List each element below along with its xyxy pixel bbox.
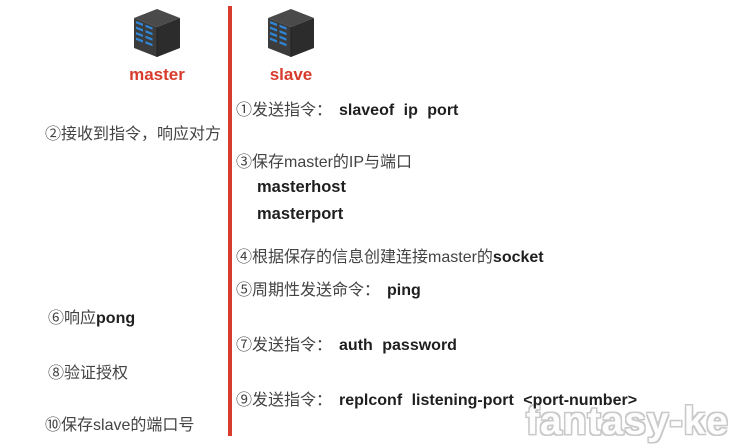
master-label: master [129, 65, 185, 84]
master-step-2: ②接收到指令，响应对方 [45, 120, 221, 144]
step-number: ⑩ [45, 417, 62, 434]
slave-step-4: ④根据保存的信息创建连接master的socket [236, 243, 544, 267]
step-number: ④ [236, 249, 253, 266]
master-step-10: ⑩保存slave的端口号 [45, 411, 194, 435]
slave-node: slave [245, 5, 337, 85]
server-stack-icon [262, 9, 320, 63]
slave-step-3: ③保存master的IP与端口 [236, 148, 412, 172]
step-command: pong [96, 310, 136, 327]
server-stack-icon [128, 9, 186, 63]
step-text: 接收到指令，响应对方 [61, 126, 222, 143]
step-command: auth password [339, 337, 457, 354]
step-command: ping [387, 282, 421, 299]
slave-step-5: ⑤周期性发送命令： ping [236, 276, 421, 300]
slave-step-9: ⑨发送指令： replconf listening-port <port-numb… [236, 386, 637, 410]
step-number: ⑧ [48, 365, 65, 382]
step-text: 发送指令： [252, 337, 333, 354]
slave-step-1: ①发送指令： slaveof ip port [236, 96, 458, 120]
step-number: ⑤ [236, 282, 253, 299]
step-text: 根据保存的信息创建连接master的 [252, 249, 493, 266]
step-text: 发送指令： [252, 102, 333, 119]
master-step-6: ⑥响应pong [48, 304, 135, 328]
slave-label: slave [269, 65, 313, 84]
step-command: slaveof ip port [339, 102, 459, 119]
step-text: 发送指令： [252, 392, 333, 409]
step-text: 验证授权 [64, 365, 129, 382]
step-number: ⑦ [236, 337, 253, 354]
step-number: ⑨ [236, 392, 253, 409]
step-command: replconf listening-port <port-number> [339, 392, 638, 409]
master-step-8: ⑧验证授权 [48, 359, 128, 383]
masterhost-param: masterhost [257, 178, 346, 196]
step-number: ⑥ [48, 310, 65, 327]
masterport-param: masterport [257, 205, 344, 223]
step-number: ② [45, 126, 62, 143]
divider-line [228, 6, 232, 436]
step-number: ③ [236, 154, 253, 171]
step-command: socket [492, 249, 544, 266]
step-text: 响应 [64, 310, 97, 327]
step-text: 保存slave的端口号 [61, 417, 195, 434]
step-text: 周期性发送命令： [252, 282, 381, 299]
step-text: 保存master的IP与端口 [252, 154, 413, 171]
watermark: fantasy-ke [526, 400, 729, 443]
step-number: ① [236, 102, 253, 119]
slave-step-7: ⑦发送指令： auth password [236, 331, 457, 355]
master-node: master [111, 5, 203, 85]
